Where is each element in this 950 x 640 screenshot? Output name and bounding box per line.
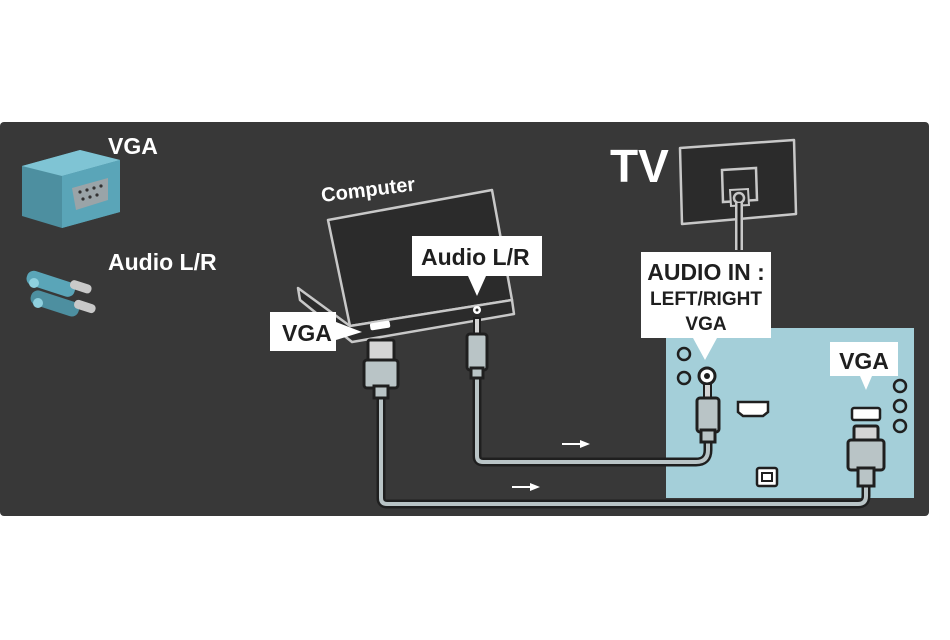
tv-title: TV — [610, 140, 669, 192]
tv-vga-socket — [852, 408, 880, 420]
tv-audio-in-line2: LEFT/RIGHT — [650, 289, 762, 310]
computer-audio-label: Audio L/R — [421, 244, 530, 270]
vga-plug-computer — [364, 340, 398, 398]
legend-vga-label: VGA — [108, 133, 158, 159]
tv-vga-label: VGA — [839, 348, 889, 374]
hdmi-port-icon — [738, 402, 768, 416]
legend-audio-label: Audio L/R — [108, 249, 217, 275]
computer-vga-label: VGA — [282, 320, 332, 346]
tv-audio-in-line3: VGA — [685, 314, 726, 335]
network-port-icon — [757, 468, 777, 486]
tv-audio-in-line1: AUDIO IN : — [647, 259, 765, 285]
